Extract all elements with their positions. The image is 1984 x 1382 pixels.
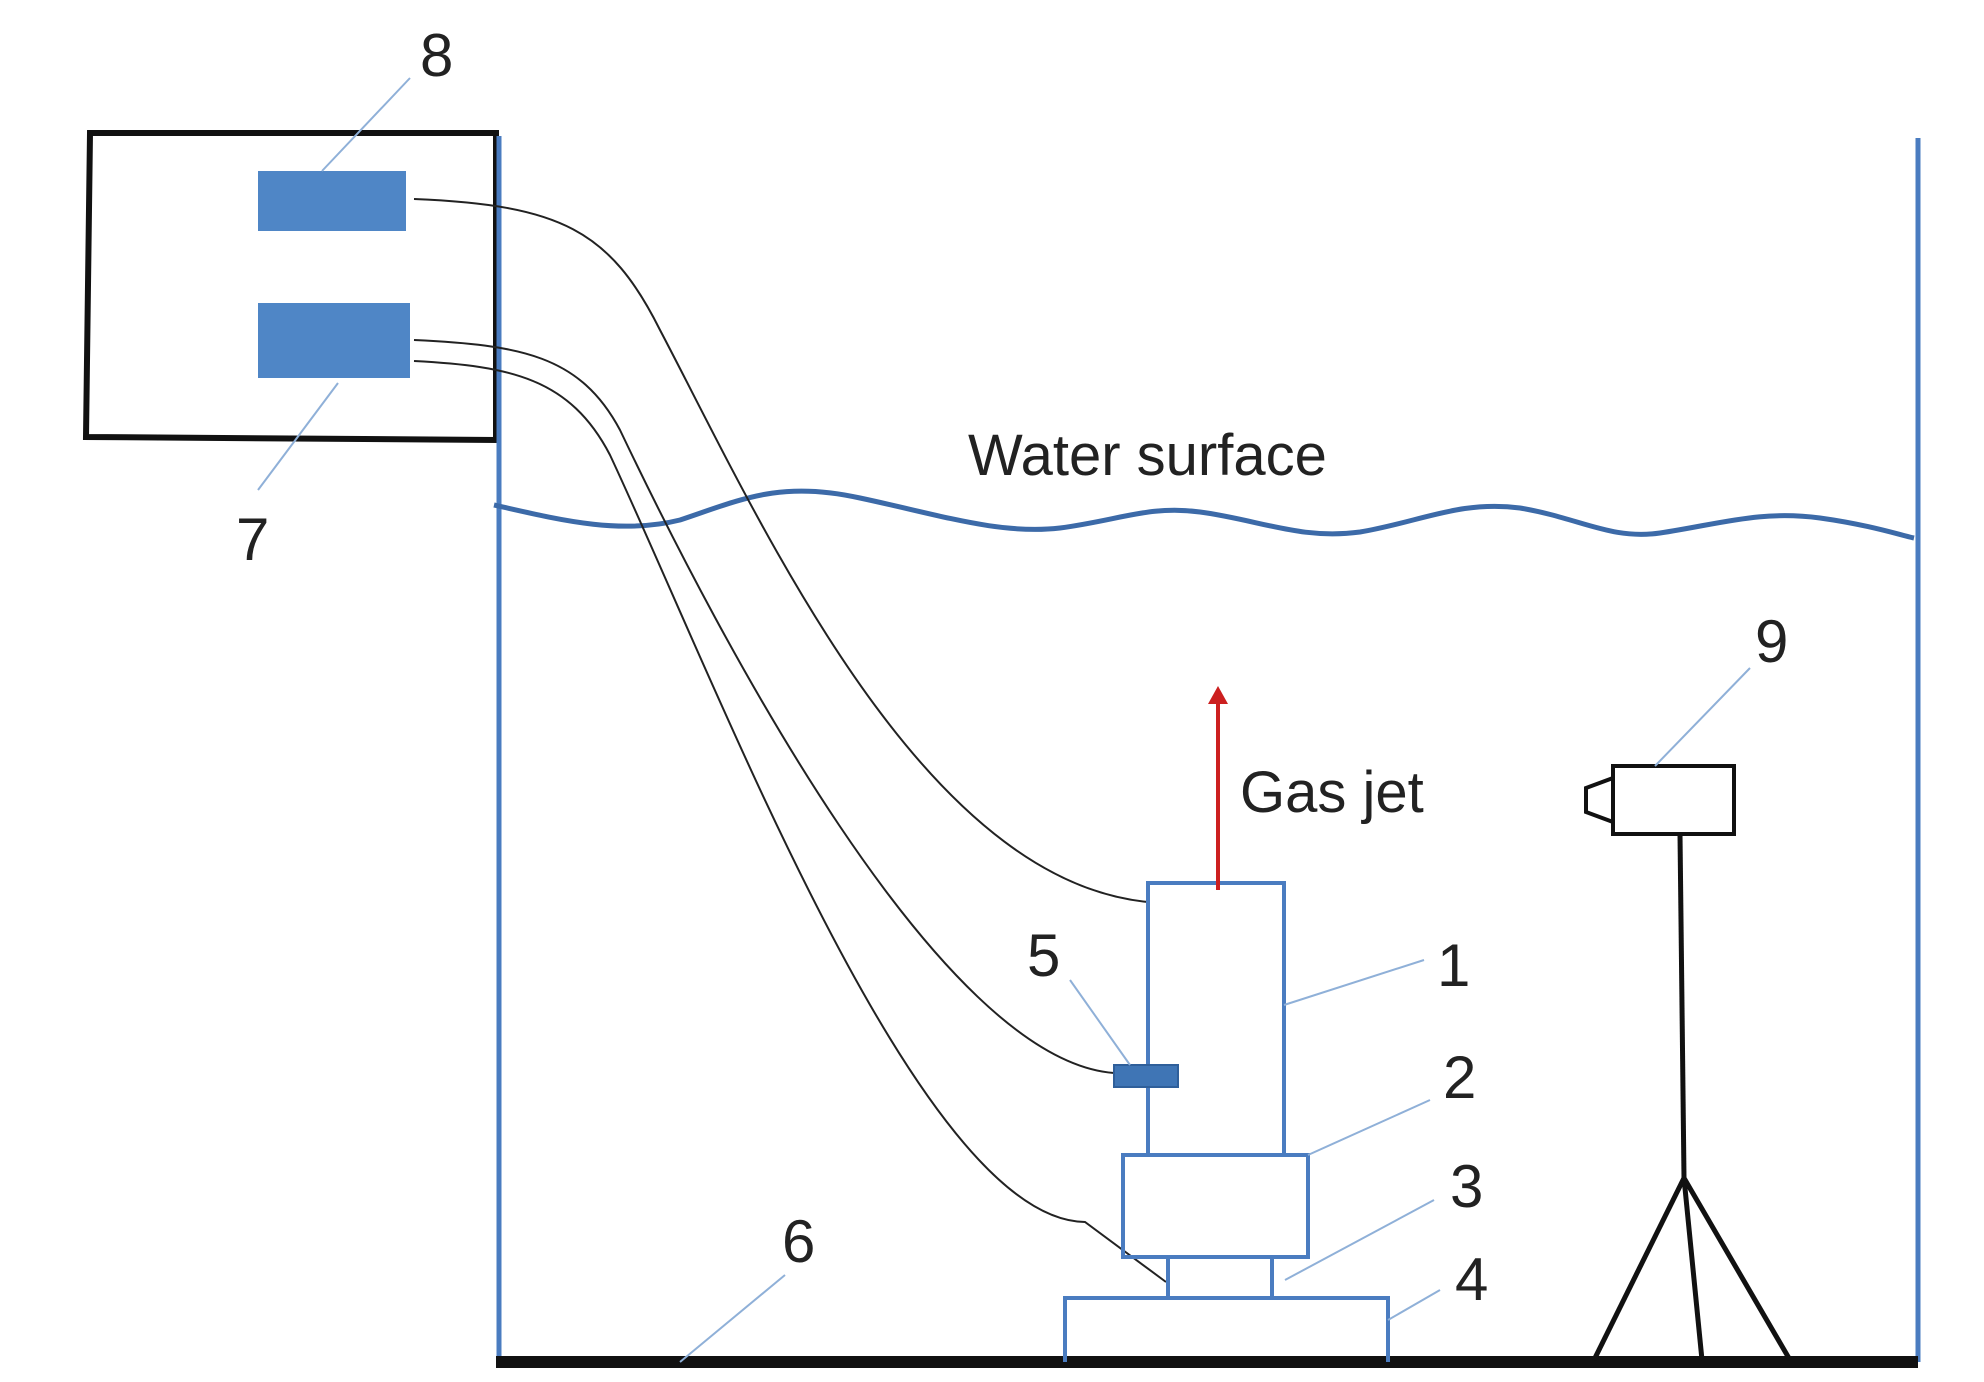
water-surface-line	[493, 488, 1915, 541]
pressure-sensor-5	[1113, 1064, 1179, 1088]
tripod-leg-right	[1681, 1176, 1793, 1362]
number-label-8: 8	[420, 22, 453, 89]
instrument-7	[258, 303, 410, 378]
instrument-8	[258, 171, 406, 231]
nozzle-base	[1063, 1296, 1390, 1362]
nozzle-connector	[1166, 1255, 1274, 1300]
leader-3	[1284, 1199, 1435, 1281]
number-label-4: 4	[1455, 1246, 1488, 1313]
nozzle-body	[1146, 881, 1286, 1157]
wire-instrument-7-to-connector	[413, 360, 1167, 1283]
wire-instrument-8-to-nozzle-top	[413, 198, 1149, 903]
leader-5	[1069, 979, 1131, 1066]
leader-2	[1307, 1099, 1431, 1156]
number-label-1: 1	[1437, 932, 1470, 999]
number-label-3: 3	[1450, 1153, 1483, 1220]
leader-1	[1283, 959, 1425, 1006]
number-label-7: 7	[236, 506, 269, 573]
water-surface-label: Water surface	[968, 423, 1327, 488]
leader-9	[1654, 667, 1751, 767]
acquisition-box-frame	[82, 130, 499, 444]
tripod-mast	[1677, 833, 1687, 1179]
leader-4	[1387, 1289, 1441, 1321]
nozzle-collar	[1121, 1153, 1310, 1259]
leader-8	[321, 77, 411, 172]
leader-7	[257, 382, 339, 491]
number-label-5: 5	[1027, 922, 1060, 989]
number-label-9: 9	[1755, 608, 1788, 675]
camera-body	[1611, 764, 1736, 836]
tripod-leg-middle	[1681, 1177, 1705, 1361]
tripod-leg-left	[1591, 1176, 1687, 1362]
number-label-6: 6	[782, 1208, 815, 1275]
number-label-2: 2	[1443, 1044, 1476, 1111]
camera-lens	[1584, 776, 1614, 824]
gas-jet-arrow-head	[1208, 686, 1228, 704]
leader-6	[679, 1274, 786, 1363]
gas-jet-label: Gas jet	[1240, 760, 1424, 825]
wire-instrument-7-to-sensor-5	[413, 339, 1115, 1074]
